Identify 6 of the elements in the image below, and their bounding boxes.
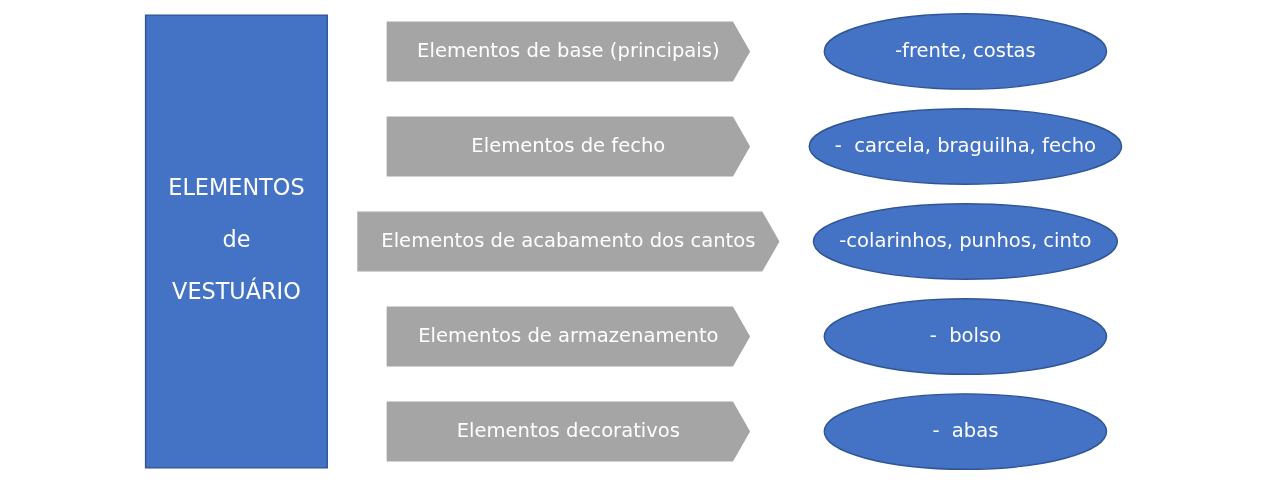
node-ellipse: -colarinhos, punhos, cinto xyxy=(812,203,1118,280)
node-ellipse: - bolso xyxy=(823,298,1107,375)
node-ellipse: -frente, costas xyxy=(823,13,1107,90)
node-ellipse: - carcela, braguilha, fecho xyxy=(808,108,1122,185)
node-ellipse: - abas xyxy=(823,393,1107,470)
node-box: ELEMENTOS de VESTUÁRIO xyxy=(144,14,328,469)
